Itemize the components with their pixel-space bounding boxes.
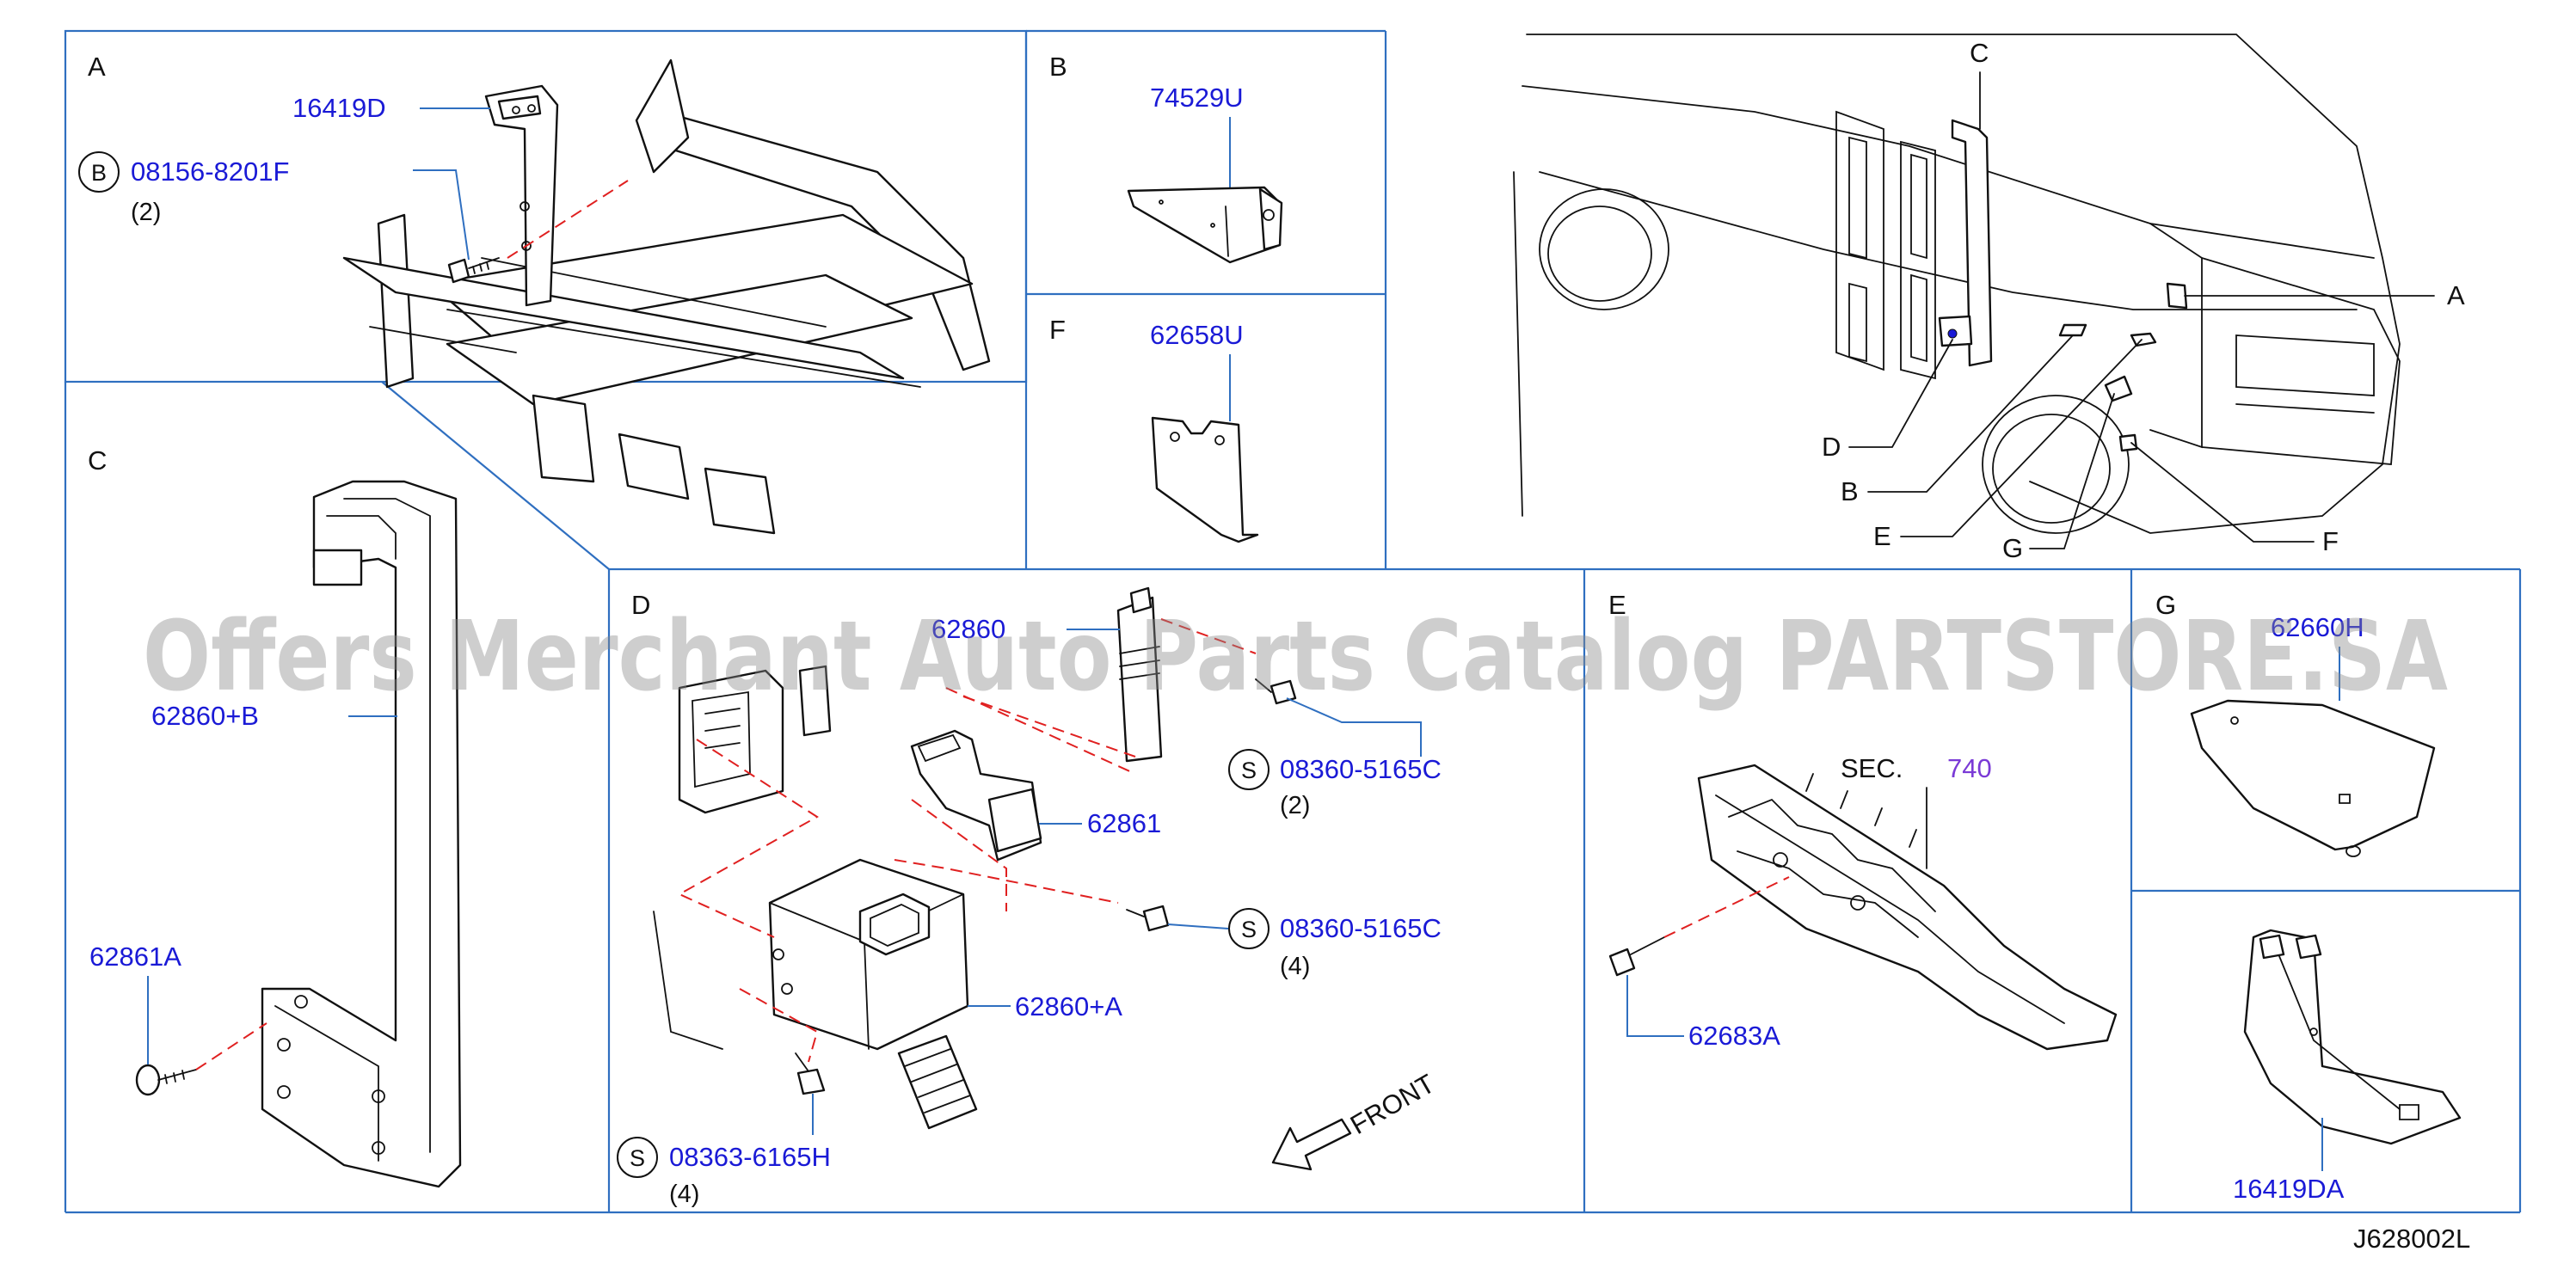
bolt-62683a-drawing [1608,936,1665,977]
part-number-62861a[interactable]: 62861A [89,942,181,972]
panel-c-letter: C [88,445,107,475]
boot-drawing [897,1034,978,1130]
symbol-b-circle [78,151,120,193]
panel-d-body-drawing [653,665,832,1050]
panel-b: B 74529U [1049,52,1283,264]
front-arrow: FRONT [1271,1068,1440,1171]
part-number-62861[interactable]: 62861 [1087,808,1161,838]
symbol-s-2: S [1241,917,1257,942]
qty-08360-5165c-4: (4) [1280,953,1310,980]
leader-08156 [413,169,470,261]
part-number-16419da[interactable]: 16419DA [2233,1174,2345,1204]
connector-62861-drawing [910,729,1042,862]
assembly-line-a [507,180,629,259]
part-number-08360-5165c-2[interactable]: 08360-5165C [1280,754,1442,784]
leader-08360-upper [1286,697,1422,757]
callout-g: G [2002,533,2023,563]
bolt-lower-drawing [795,1052,826,1095]
panel-a: A [78,52,991,535]
part-number-08360-5165c-4[interactable]: 08360-5165C [1280,913,1442,943]
sec-prefix: SEC. [1841,753,1903,783]
qty-08360-5165c-2: (2) [1280,792,1310,819]
bracket-74529u-drawing [1127,186,1283,264]
sec-number[interactable]: 740 [1947,753,1992,783]
bolt-middle-drawing [1126,905,1170,932]
part-number-62860a[interactable]: 62860+A [1015,991,1122,1021]
bracket-16419d-drawing [484,84,559,307]
part-number-62683a[interactable]: 62683A [1688,1021,1780,1051]
panel-c: C 62860+B 62861A [88,445,462,1188]
panel-d: D [617,586,1442,1208]
callout-c: C [1970,38,1989,68]
harness-62860-drawing [1116,586,1163,763]
part-number-08156-8201f[interactable]: 08156-8201F [131,156,289,187]
harness-62860b-drawing [261,480,462,1188]
callout-e: E [1873,521,1891,551]
vehicle-drawing [1513,34,2401,534]
diagram-ref-code: J628002L [2353,1224,2470,1254]
symbol-b: B [91,160,107,186]
panel-g-letter: G [2155,590,2176,620]
callout-f: F [2322,526,2339,556]
panel-f: F 62658U [1049,315,1259,543]
bracket-62658u-drawing [1151,416,1259,543]
junction-box-62860a-drawing [768,858,969,1051]
panel-g: G 62660H 16419DA [2155,590,2462,1204]
callout-b: B [1841,476,1859,506]
chassis-frame-drawing [342,58,991,535]
part-number-62658u[interactable]: 62658U [1150,320,1244,350]
part-number-74529u[interactable]: 74529U [1150,83,1244,113]
bracket-62660h-drawing [2190,699,2436,857]
panel-e: E SEC. 740 62683A [1608,590,2118,1051]
callout-d: D [1822,432,1841,462]
assembly-lines-d [677,618,1257,1063]
bracket-16419da-drawing [2243,929,2462,1145]
qty-08363-6165h: (4) [669,1181,699,1208]
symbol-s-circle-2 [1228,908,1270,949]
bolt-upper-drawing [1255,678,1297,705]
panel-a-letter: A [88,52,106,82]
assembly-line-e [1663,876,1790,938]
panel-b-letter: B [1049,52,1067,82]
part-number-62860b[interactable]: 62860+B [151,701,259,731]
screw-62861a-drawing [135,1064,197,1096]
panel-d-letter: D [631,590,650,620]
callout-a: A [2447,280,2465,310]
member-assembly-drawing [1697,764,2118,1051]
bolt-08156-drawing [447,257,500,284]
symbol-s-circle-1 [1228,749,1270,790]
leader-62683a [1626,975,1684,1037]
front-label: FRONT [1345,1068,1440,1140]
part-number-08363-6165h[interactable]: 08363-6165H [669,1142,831,1172]
qty-08156-8201f: (2) [131,199,161,226]
watermark-text: Offers Merchant Auto Parts Catalog PARTS… [143,601,2448,713]
part-number-62660h[interactable]: 62660H [2271,612,2364,642]
symbol-s-3: S [630,1145,645,1171]
leader-08360-middle [1167,923,1229,929]
assembly-line-c [195,1022,267,1070]
vehicle-overview: C A D B E G F [1513,34,2465,563]
symbol-s-circle-3 [617,1137,658,1178]
symbol-s-1: S [1241,758,1257,783]
panel-f-letter: F [1049,315,1066,345]
panel-e-letter: E [1608,590,1626,620]
part-number-16419d[interactable]: 16419D [292,93,386,123]
part-number-62860[interactable]: 62860 [931,614,1005,644]
